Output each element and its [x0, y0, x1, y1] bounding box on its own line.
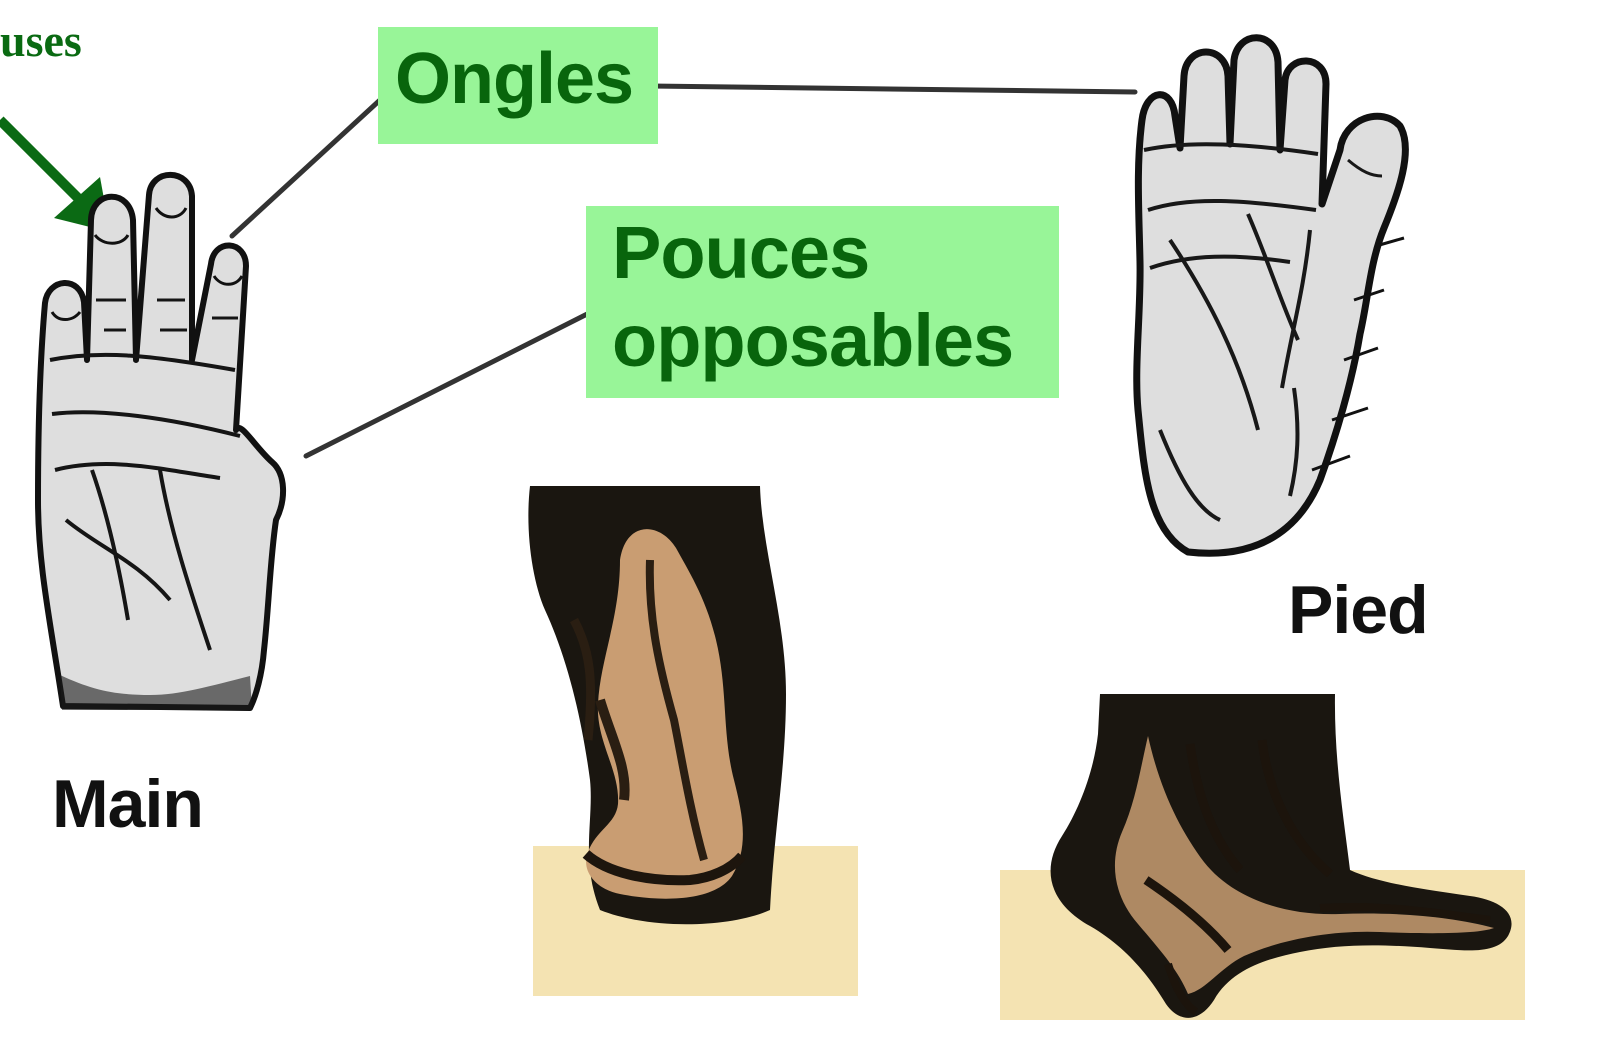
- hand-sketch-icon: [38, 175, 283, 710]
- pouces-connector: [306, 304, 607, 456]
- pouces-label-line2: opposables: [612, 304, 1059, 378]
- main-caption: Main: [52, 770, 203, 838]
- corner-label: uses: [0, 18, 82, 64]
- pouces-label-line1: Pouces: [612, 216, 1059, 290]
- ongles-connector-main: [232, 100, 380, 236]
- pouces-opposables-label: Pouces opposables: [586, 206, 1059, 398]
- ape-foot-illustration: [1000, 694, 1525, 1020]
- ape-hand-illustration: [528, 486, 858, 996]
- foot-sketch-icon: [1137, 38, 1406, 553]
- ongles-label-text: Ongles: [395, 39, 633, 119]
- ongles-label: Ongles: [378, 27, 658, 144]
- ongles-connector-pied: [650, 86, 1135, 92]
- pied-caption: Pied: [1288, 576, 1428, 644]
